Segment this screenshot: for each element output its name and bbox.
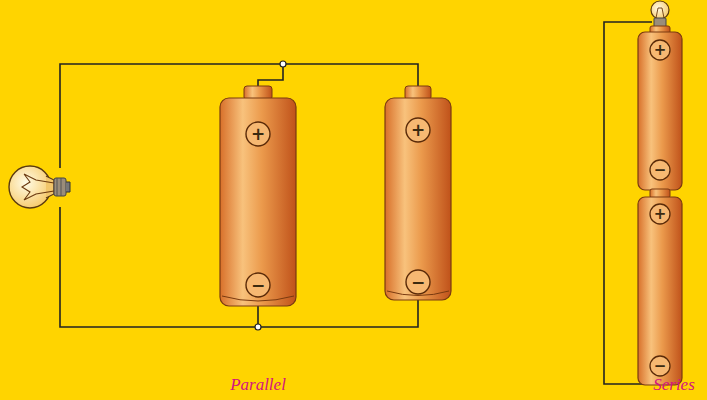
battery-cell — [385, 86, 451, 300]
polarity-sign: − — [246, 277, 270, 294]
polarity-sign: − — [406, 274, 430, 291]
caption-label: Parallel — [230, 376, 286, 393]
junction-dot — [280, 61, 286, 67]
junction-dot — [255, 324, 261, 330]
wire — [60, 64, 418, 327]
caption-label: Series — [653, 376, 695, 393]
bulb-symbol — [651, 1, 669, 27]
polarity-sign: + — [246, 126, 270, 143]
polarity-sign: − — [648, 163, 672, 178]
battery-cell — [638, 26, 682, 190]
polarity-sign: + — [406, 122, 430, 139]
polarity-sign: + — [648, 43, 672, 58]
battery-cell — [638, 189, 682, 385]
polarity-sign: − — [648, 359, 672, 374]
bulb-symbol — [9, 166, 70, 208]
battery-cell — [220, 86, 296, 306]
polarity-sign: + — [648, 207, 672, 222]
